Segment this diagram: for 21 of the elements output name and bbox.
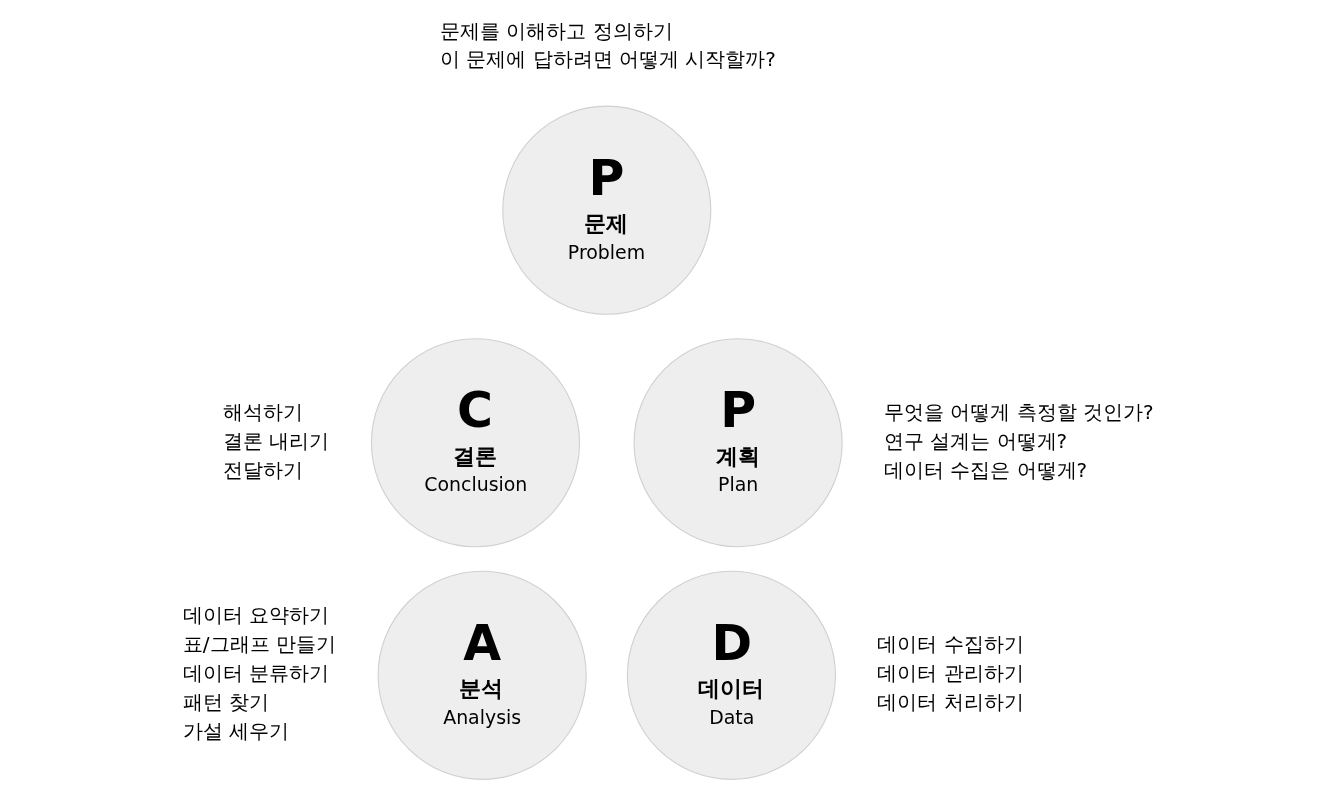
node-label: 이 문제에 답하려면 어떻게 시작할까? bbox=[439, 47, 776, 72]
node-label: 데이터 처리하기 bbox=[877, 690, 1024, 715]
node-label: 표/그래프 만들기 bbox=[182, 632, 336, 657]
node-label: 결론 내리기 bbox=[222, 428, 330, 453]
node-label: 무엇을 어떻게 측정할 것인가? bbox=[883, 399, 1154, 424]
node-label: 전달하기 bbox=[222, 457, 303, 482]
node-label: 문제를 이해하고 정의하기 bbox=[439, 18, 673, 43]
node-label: 해석하기 bbox=[222, 399, 303, 424]
node-circle: A 분석 Analysis bbox=[377, 570, 587, 780]
node-circle: D 데이터 Data bbox=[626, 570, 837, 780]
node-label: 데이터 요약하기 bbox=[182, 603, 330, 628]
node-circle: P 문제 Problem bbox=[502, 105, 712, 315]
node-label: 데이터 관리하기 bbox=[877, 661, 1024, 686]
node-circle: P 계획 Plan bbox=[633, 338, 843, 548]
node-label: 데이터 수집은 어떻게? bbox=[883, 457, 1088, 482]
node-label: 가설 세우기 bbox=[182, 719, 290, 744]
node-circle: C 결론 Conclusion bbox=[370, 338, 581, 548]
node-label: 데이터 수집하기 bbox=[877, 632, 1024, 657]
node-label: 패턴 찾기 bbox=[182, 690, 270, 715]
node-label: 데이터 분류하기 bbox=[182, 661, 330, 686]
node-label: 연구 설계는 어떻게? bbox=[883, 428, 1068, 453]
